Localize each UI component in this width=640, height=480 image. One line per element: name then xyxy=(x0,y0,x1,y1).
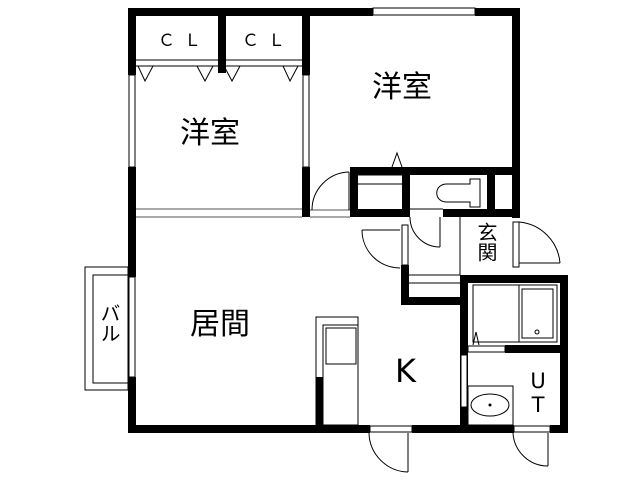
door-frame-ut xyxy=(513,425,551,433)
wall-storage-left xyxy=(350,167,358,217)
wall-storage-top xyxy=(350,167,520,175)
wall-toilet-bottom xyxy=(443,209,520,217)
western-room-right-label: 洋室 xyxy=(372,70,432,105)
wall-bath-left xyxy=(460,275,468,353)
washbasin-counter xyxy=(467,385,514,426)
balcony-inner xyxy=(92,274,129,384)
wall-toilet-left xyxy=(402,167,410,217)
wall-left-mid xyxy=(128,167,136,277)
wall-storage-bottom xyxy=(350,209,402,217)
wall-toilet-right xyxy=(487,175,495,215)
bathtub-icon xyxy=(521,288,554,339)
balcony-label: バル xyxy=(97,303,121,343)
toilet-icon xyxy=(436,178,481,208)
sliding-partition xyxy=(302,74,310,168)
fridge-area xyxy=(322,324,359,426)
wall-bath-bottom xyxy=(505,345,568,353)
living-room-label: 居間 xyxy=(190,307,250,342)
wall-bottom-left xyxy=(128,425,370,433)
closet-right-label: ＣＬ xyxy=(242,31,294,51)
washbasin-icon xyxy=(470,393,510,417)
wall-kitchen-stub xyxy=(316,377,323,425)
wall-bath-top xyxy=(460,275,568,283)
entrance-label: 玄関 xyxy=(474,222,498,262)
window-left-room xyxy=(128,74,136,168)
door-frame-kitchen xyxy=(369,425,413,433)
wall-top-left xyxy=(128,8,373,16)
wall-hall-left xyxy=(401,265,409,305)
hall-opening xyxy=(401,224,409,266)
wall-left-upper xyxy=(128,8,136,75)
window-living xyxy=(128,276,136,378)
closet-left-label: ＣＬ xyxy=(158,31,210,51)
wall-room-divider-upper xyxy=(302,8,310,75)
sink-icon xyxy=(325,327,357,365)
ut-opening xyxy=(460,354,468,408)
kitchen-label: K xyxy=(395,352,416,390)
wall-right-upper xyxy=(512,8,520,218)
wall-top-right xyxy=(475,8,520,16)
western-room-left-label: 洋室 xyxy=(180,116,240,151)
wall-closet-divider xyxy=(218,8,226,73)
wall-bath-right xyxy=(560,275,568,433)
entrance-door-frame xyxy=(512,221,520,268)
utility-label: UT xyxy=(526,369,550,417)
bathroom-area xyxy=(472,284,558,343)
wall-room-divider-lower xyxy=(302,167,310,217)
window-top xyxy=(372,7,476,16)
wall-hall-bottom xyxy=(401,297,461,305)
wall-left-lower xyxy=(128,377,136,433)
wall-bottom-right xyxy=(550,425,568,433)
bath-door-frame xyxy=(467,345,506,353)
